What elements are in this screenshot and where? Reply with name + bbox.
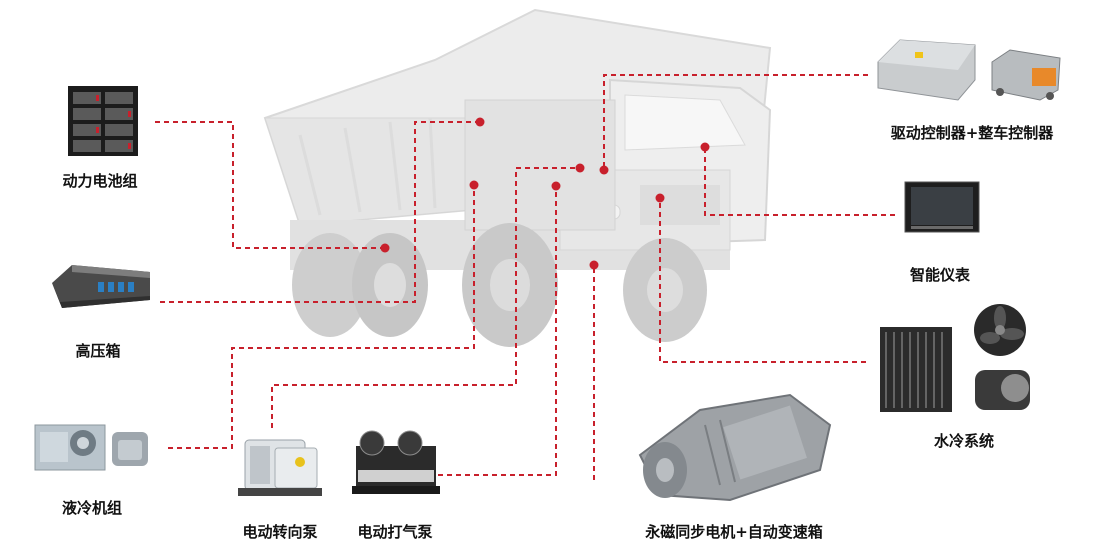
connector-display (704, 147, 895, 216)
connector-liquid-cooling (168, 185, 475, 449)
liquid-cooling-unit-icon (34, 424, 148, 471)
water-cooling-system-icon (880, 304, 1030, 412)
battery-rack-icon (68, 86, 138, 156)
connector-steering-pump (271, 167, 580, 428)
controller-units-icon (877, 39, 1061, 101)
electric-steering-pump-icon (238, 439, 322, 496)
connector-water-cooling (659, 198, 866, 363)
anchor-dot-air-pump (551, 181, 561, 191)
label-electric-steering-pump: 电动转向泵 (242, 523, 318, 541)
anchor-dot-battery (380, 243, 390, 253)
connector-hv-box (160, 121, 480, 303)
label-controllers: 驱动控制器+整车控制器 (890, 124, 1054, 142)
label-liquid-cooling-unit: 液冷机组 (61, 499, 123, 517)
connector-air-pump (438, 186, 557, 476)
connector-lines (155, 74, 895, 480)
label-battery-pack: 动力电池组 (62, 172, 138, 190)
label-smart-display: 智能仪表 (909, 266, 971, 284)
anchor-dot-motor-gearbox (589, 260, 599, 270)
anchor-dot-liquid-cooling (469, 180, 479, 190)
anchor-dots (380, 117, 710, 270)
anchor-dot-steering-pump (575, 163, 585, 173)
high-voltage-box-icon (52, 265, 150, 308)
smart-display-icon (904, 181, 980, 233)
label-high-voltage-box: 高压箱 (75, 342, 121, 360)
mining-truck-illustration (263, 8, 772, 347)
electric-air-pump-icon (352, 430, 440, 494)
anchor-dot-water-cooling (655, 193, 665, 203)
label-motor-gearbox: 永磁同步电机+自动变速箱 (645, 523, 823, 541)
anchor-dot-hv-box (475, 117, 485, 127)
motor-gearbox-icon (638, 393, 832, 502)
anchor-dot-display (700, 142, 710, 152)
connector-controllers (603, 74, 868, 170)
label-electric-air-pump: 电动打气泵 (357, 523, 433, 541)
anchor-dot-controllers (599, 165, 609, 175)
connector-battery (155, 121, 385, 249)
label-water-cooling-system: 水冷系统 (933, 432, 995, 450)
